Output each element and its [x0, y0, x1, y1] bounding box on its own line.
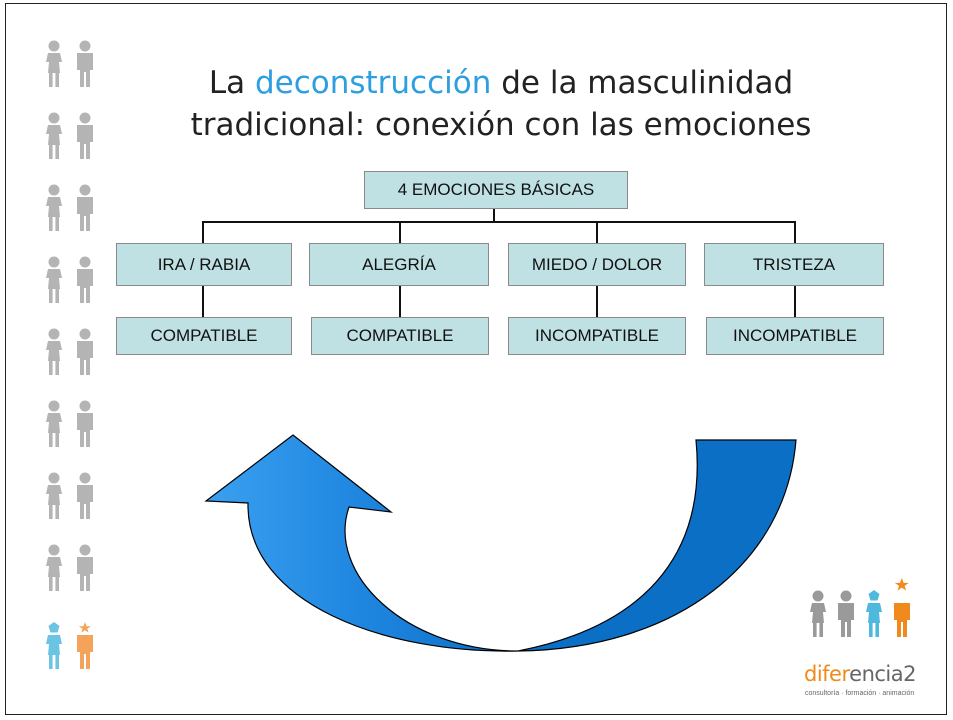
root-box: 4 EMOCIONES BÁSICAS — [364, 171, 628, 209]
emotion-box-tristeza: TRISTEZA — [704, 243, 884, 286]
title-suffix: de la masculinidad — [491, 65, 794, 101]
connector-drop-2 — [399, 221, 401, 243]
slide: La deconstrucción de la masculinidad tra… — [5, 3, 947, 715]
connector-pair-1 — [202, 285, 204, 318]
compat-box-alegria: COMPATIBLE — [311, 317, 489, 355]
emotion-box-miedo: MIEDO / DOLOR — [508, 243, 686, 286]
emotion-box-alegria: ALEGRÍA — [309, 243, 489, 286]
arrow-body — [204, 434, 519, 652]
connector-drop-1 — [202, 221, 204, 243]
compat-box-miedo: INCOMPATIBLE — [508, 317, 686, 355]
connector-horizontal — [202, 221, 796, 223]
title-line2: tradicional: conexión con las emociones — [190, 107, 812, 143]
connector-root-down — [493, 208, 495, 222]
logo-name-number: 2 — [903, 662, 917, 686]
connector-pair-2 — [399, 285, 401, 318]
slide-title: La deconstrucción de la masculinidad tra… — [156, 62, 846, 146]
connector-pair-4 — [794, 285, 796, 318]
connector-pair-3 — [596, 285, 598, 318]
title-prefix: La — [208, 65, 255, 101]
logo-wordmark: diferencia2 — [804, 662, 917, 686]
emotion-box-ira: IRA / RABIA — [116, 243, 292, 286]
people-figures-column — [46, 40, 93, 669]
connector-drop-3 — [596, 221, 598, 243]
logo-name-colored: difer — [804, 662, 850, 686]
compat-box-ira: COMPATIBLE — [116, 317, 292, 355]
title-highlight: deconstrucción — [254, 65, 492, 101]
compat-box-tristeza: INCOMPATIBLE — [706, 317, 884, 355]
logo-tagline: consultoría · formación · animación — [805, 690, 915, 697]
curved-arrow — [204, 434, 797, 652]
connector-drop-4 — [794, 221, 796, 243]
diferencia2-logo — [810, 578, 910, 637]
arrow-right-band — [517, 439, 797, 652]
logo-name-rest: encia — [849, 662, 904, 686]
